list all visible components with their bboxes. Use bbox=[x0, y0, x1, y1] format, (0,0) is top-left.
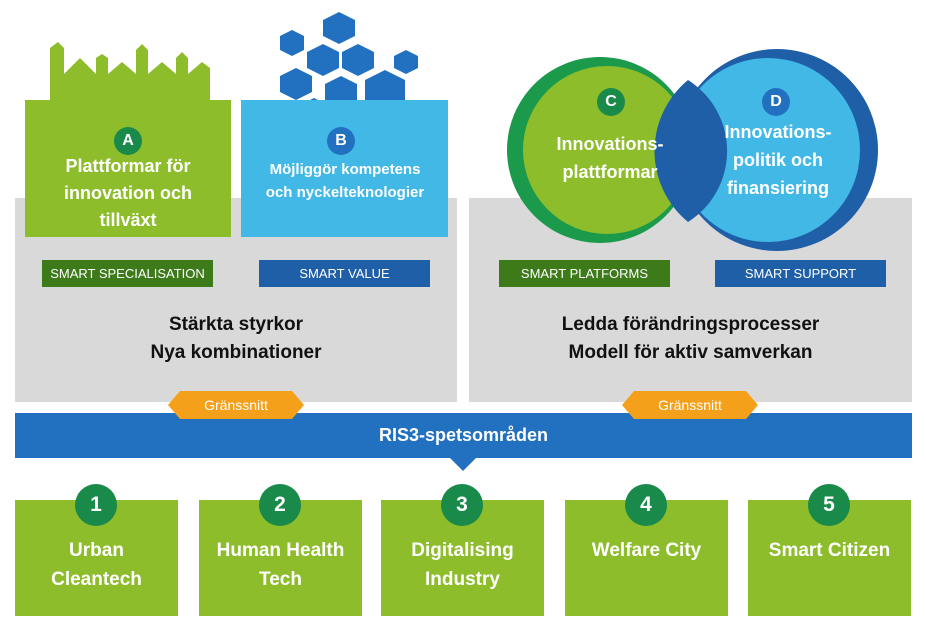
area-box-1: 1 Urban Cleantech bbox=[15, 484, 178, 616]
area-box-5: 5 Smart Citizen bbox=[748, 484, 911, 616]
left-line-2: Nya kombinationer bbox=[150, 342, 322, 363]
area-badge-4: 4 bbox=[625, 484, 667, 526]
badge-b: B bbox=[327, 127, 355, 155]
area-box-2: 2 Human Health Tech bbox=[199, 484, 362, 616]
area-label-3: Digitalising Industry bbox=[411, 540, 514, 590]
right-line-1: Ledda förändringsprocesser bbox=[561, 314, 820, 335]
tag-smart-platforms: SMART PLATFORMS bbox=[499, 260, 670, 287]
area-label-5: Smart Citizen bbox=[768, 540, 891, 561]
area-label-4: Welfare City bbox=[591, 540, 702, 561]
factory-icon bbox=[50, 42, 210, 118]
card-a bbox=[25, 100, 231, 237]
interface-arrow-left: Gränssnitt bbox=[168, 391, 304, 419]
area-badge-3: 3 bbox=[441, 484, 483, 526]
badge-d: D bbox=[762, 88, 790, 116]
area-box-4: 4 Welfare City bbox=[565, 484, 728, 616]
circle-d-title: Innovations-politik och finansiering bbox=[724, 122, 832, 198]
card-b bbox=[241, 100, 448, 237]
area-label-2: Human Health Tech bbox=[216, 540, 345, 590]
tag-smart-specialisation: SMART SPECIALISATION bbox=[42, 260, 213, 287]
tag-smart-support: SMART SUPPORT bbox=[715, 260, 886, 287]
bar-pointer-arrow bbox=[449, 457, 477, 471]
right-line-2: Modell för aktiv samverkan bbox=[568, 342, 813, 363]
card-a-title: Plattformar för innovation och tillväxt bbox=[64, 156, 192, 230]
interface-label-right: Gränssnitt bbox=[658, 397, 722, 413]
interface-arrow-right: Gränssnitt bbox=[622, 391, 758, 419]
area-box-3: 3 Digitalising Industry bbox=[381, 484, 544, 616]
area-badge-2: 2 bbox=[259, 484, 301, 526]
left-line-1: Stärkta styrkor bbox=[168, 314, 304, 335]
area-badge-5: 5 bbox=[808, 484, 850, 526]
area-badge-1: 1 bbox=[75, 484, 117, 526]
badge-c: C bbox=[597, 88, 625, 116]
right-panel bbox=[469, 198, 912, 402]
area-label-1: Urban Cleantech bbox=[51, 540, 142, 590]
ris3-bar-label: RIS3-spetsområden bbox=[378, 425, 549, 445]
ris3-bar: RIS3-spetsområden bbox=[15, 413, 912, 458]
venn-diagram bbox=[507, 49, 878, 251]
card-b-title: Möjliggör kompetens och nyckelteknologie… bbox=[265, 161, 425, 201]
interface-label-left: Gränssnitt bbox=[204, 397, 268, 413]
circle-c-title: Innovations-plattformar bbox=[556, 134, 664, 182]
badge-a: A bbox=[114, 127, 142, 155]
tag-smart-value: SMART VALUE bbox=[259, 260, 430, 287]
